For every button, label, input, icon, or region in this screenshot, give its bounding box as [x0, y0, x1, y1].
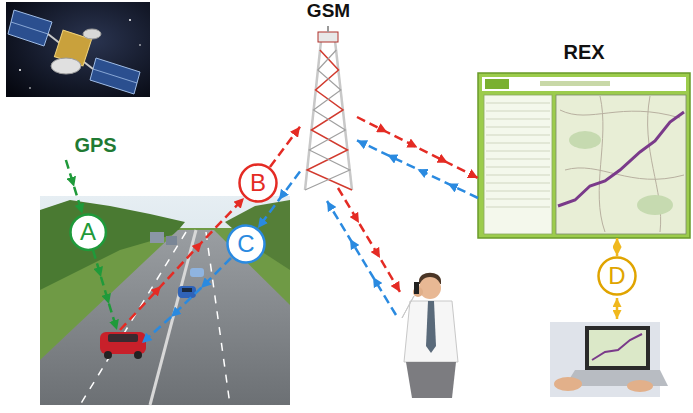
signal-connector: [66, 160, 82, 214]
star: [139, 44, 141, 46]
tower-brace: [305, 50, 350, 190]
callout-letter: C: [237, 231, 254, 257]
satellite-node: GPS: [5, 0, 150, 160]
signal-connector: [616, 238, 619, 256]
system-heading: GSM: [307, 1, 350, 22]
space-photo: [6, 2, 150, 97]
phone: [414, 282, 419, 294]
system-heading: GPS: [74, 134, 116, 156]
system-heading: REX: [563, 41, 604, 63]
tie: [426, 301, 436, 353]
rex-menu: [540, 81, 610, 86]
circle-outline: [240, 165, 277, 202]
list-row: [486, 103, 550, 207]
hand: [554, 377, 582, 391]
sky: [40, 196, 290, 405]
callout-circle: B: [238, 163, 278, 203]
car-window: [108, 334, 138, 342]
signal-arrow: [93, 250, 117, 330]
map-forest: [637, 195, 673, 215]
circle-outline: [599, 258, 636, 295]
map-road: [560, 96, 684, 232]
server-node: REX: [478, 38, 690, 238]
tower-node: GSM: [300, 0, 357, 195]
circle-outline: [228, 226, 265, 263]
panel-grid: [11, 22, 48, 34]
laptop-screen: [585, 326, 650, 370]
signal-connector: [357, 140, 478, 198]
satellite-dish: [83, 29, 101, 39]
signal-arrow: [142, 258, 231, 343]
car-window: [182, 288, 192, 292]
hand: [627, 380, 653, 392]
highway: [40, 230, 290, 405]
signal-arrow: [327, 201, 396, 315]
vehicle-route: [558, 112, 684, 206]
solar-panel: [90, 58, 140, 94]
rex-vehicle-list: [484, 95, 552, 234]
wheel: [104, 351, 112, 359]
mast-top: [327, 26, 329, 32]
antenna-array: [318, 32, 338, 42]
rex-window: [478, 73, 690, 238]
truck: [166, 236, 177, 245]
trousers: [406, 362, 456, 398]
shirt: [404, 301, 458, 362]
arm: [402, 296, 414, 318]
callout-letter: B: [250, 170, 266, 196]
solar-panel: [8, 10, 52, 46]
callout-circle: D: [597, 256, 637, 296]
panel-grid: [93, 69, 137, 83]
signal-arrow: [616, 298, 619, 319]
head: [419, 277, 441, 299]
truck: [150, 232, 164, 243]
vehicle-route: [592, 334, 642, 360]
callout-letter: A: [80, 219, 96, 245]
callout-letter: D: [608, 263, 625, 289]
signal-connector: [357, 117, 478, 178]
map-forest: [569, 131, 601, 149]
rex-header: [482, 77, 686, 91]
star: [29, 87, 31, 89]
star: [19, 69, 21, 71]
car: [190, 268, 204, 277]
signal-connector: [270, 127, 300, 167]
circle-outline: [70, 214, 105, 249]
star: [129, 19, 131, 21]
lane-line: [206, 232, 230, 405]
callout-circle: A: [69, 213, 107, 251]
car: [178, 286, 196, 298]
trees: [225, 200, 290, 270]
rex-map: [556, 95, 686, 234]
wheel: [134, 351, 142, 359]
satellite-dish: [51, 58, 81, 74]
tracked-car: [100, 332, 146, 354]
rex-logo: [485, 79, 509, 89]
callout-circle: C: [226, 224, 266, 264]
laptop-map: [589, 330, 646, 366]
signal-arrow: [338, 188, 400, 292]
